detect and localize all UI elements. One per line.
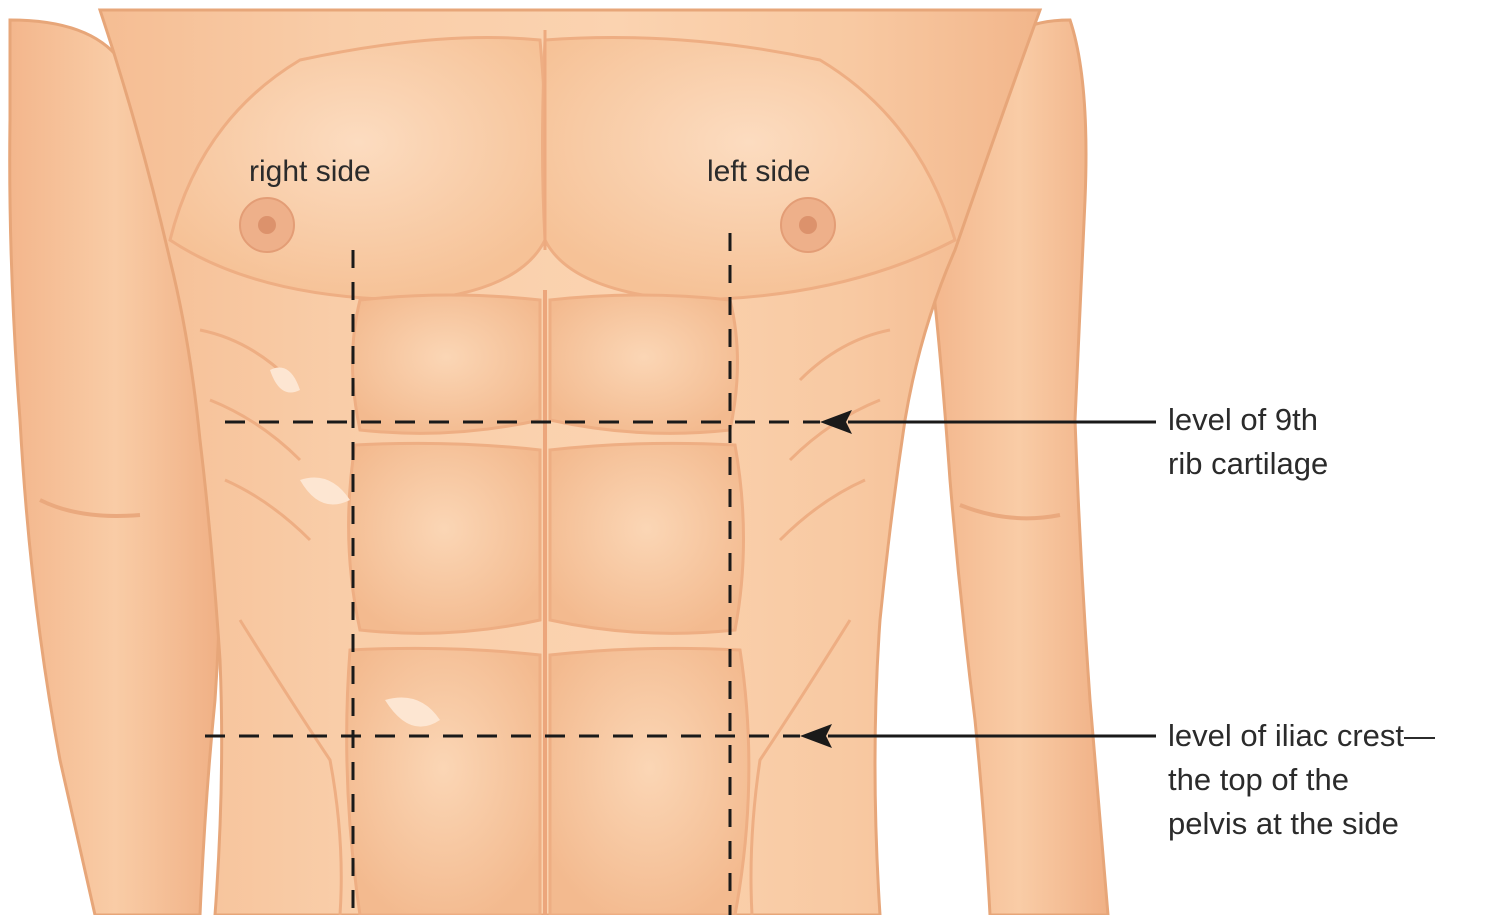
rib-cartilage-label-line2: rib cartilage [1168, 442, 1328, 486]
rib-cartilage-label-line1: level of 9th [1168, 398, 1318, 442]
iliac-crest-label-line1: level of iliac crest— [1168, 714, 1435, 758]
left-nipple [781, 198, 835, 252]
right-nipple [240, 198, 294, 252]
iliac-crest-label-line2: the top of the [1168, 758, 1349, 802]
right-side-label: right side [249, 150, 371, 194]
left-side-label: left side [707, 150, 810, 194]
iliac-crest-label-line3: pelvis at the side [1168, 802, 1399, 846]
